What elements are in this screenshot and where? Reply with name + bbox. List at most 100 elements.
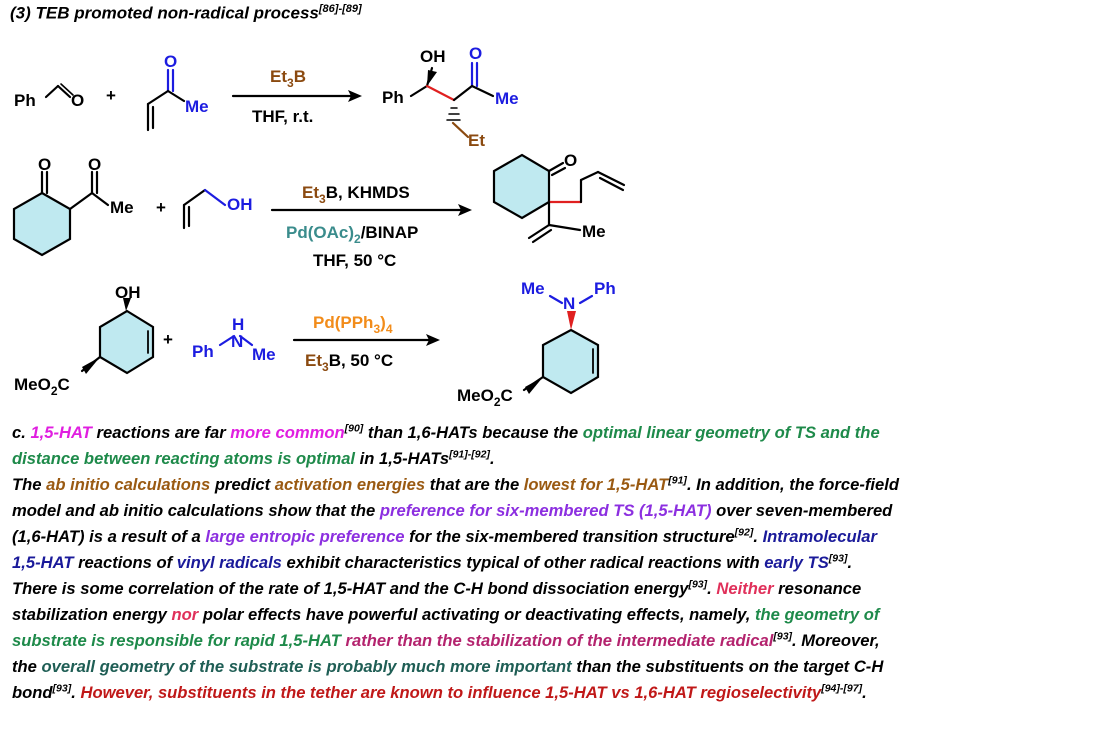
- paragraph-line: substrate is responsible for rapid 1,5-H…: [12, 628, 1108, 654]
- text-segment: that are the: [425, 475, 524, 494]
- r3-product-me: Me: [521, 279, 545, 298]
- citation: [91]-[92]: [449, 448, 490, 461]
- text-segment: predict: [210, 475, 275, 494]
- r2-sm1-o2: O: [88, 155, 101, 174]
- text-segment: the geometry of: [754, 605, 880, 624]
- text-segment: for the six-membered transition structur…: [404, 527, 735, 546]
- citation: [90]: [344, 422, 364, 435]
- text-segment: (1,6-HAT) is a result of a: [12, 527, 206, 546]
- text-segment: resonance: [773, 579, 862, 598]
- text-segment: .: [489, 449, 495, 468]
- r3-sm2-n: N: [231, 332, 243, 351]
- n-methylaniline: [218, 334, 254, 347]
- r1-product-ph: Ph: [382, 88, 404, 107]
- citation: [93]: [773, 630, 793, 643]
- text-segment: the: [12, 657, 42, 676]
- r2-plus: +: [156, 198, 166, 217]
- reaction-scheme: Ph O + O Me Et3B THF, r.t. OH Ph O Me Et…: [12, 44, 626, 409]
- acetyl-cyclohexanone: [12, 170, 110, 257]
- text-segment: 1,5-HAT: [30, 423, 92, 442]
- r3-sm1-ester: MeO2C: [14, 375, 70, 398]
- scheme-heading: (3) TEB promoted non-radical process[86]…: [10, 3, 362, 23]
- paragraph-line: The ab initio calculations predict activ…: [12, 472, 1108, 498]
- r1-product-oh: OH: [420, 47, 446, 66]
- text-segment: Neither: [716, 579, 774, 598]
- text-segment: .: [753, 527, 763, 546]
- allylic-amine-product: [522, 294, 600, 395]
- text-segment: more common: [230, 423, 345, 442]
- text-segment: distance between reacting atoms is optim…: [12, 449, 356, 468]
- r3-product-n: N: [563, 294, 575, 313]
- allylated-ketone-product: [492, 153, 626, 244]
- r2-sm2-oh: OH: [227, 195, 253, 214]
- text-segment: 1,5-HAT: [12, 553, 74, 572]
- r1-sm2-o: O: [164, 52, 177, 71]
- text-segment: c.: [12, 423, 31, 442]
- text-segment: nor: [171, 605, 199, 624]
- text-segment: than the substituents on the target C-H: [571, 657, 884, 676]
- paragraph-line: c. 1,5-HAT reactions are far more common…: [12, 420, 1108, 446]
- paragraph-line: 1,5-HAT reactions of vinyl radicals exhi…: [12, 550, 1108, 576]
- text-segment: lowest for 1,5-HAT: [523, 475, 669, 494]
- text-segment: than 1,6-HATs because the: [363, 423, 583, 442]
- methyl-vinyl-ketone: [146, 68, 186, 132]
- text-segment: rather than the stabilization of the int…: [345, 631, 774, 650]
- text-segment: optimal linear geometry of TS and the: [582, 423, 880, 442]
- text-segment: ab initio calculations: [46, 475, 211, 494]
- r1-product-et: Et: [468, 131, 485, 150]
- citation: [93]: [688, 578, 708, 591]
- citation: [93]: [52, 682, 72, 695]
- text-segment: activation energies: [274, 475, 426, 494]
- text-segment: .: [707, 579, 717, 598]
- text-segment: bond: [12, 683, 53, 702]
- text-segment: exhibit characteristics typical of other…: [281, 553, 765, 572]
- text-segment: polar effects have powerful activating o…: [198, 605, 755, 624]
- r3-reagent-above: Pd(PPh3)4: [313, 313, 393, 336]
- text-segment: .: [847, 553, 853, 572]
- paragraph-line: distance between reacting atoms is optim…: [12, 446, 1108, 472]
- r1-reagent-below: THF, r.t.: [252, 107, 313, 126]
- r3-reagent-below: Et3B, 50 °C: [305, 351, 393, 374]
- aldol-product: [409, 61, 495, 139]
- r1-sm1-ph: Ph: [14, 91, 36, 110]
- text-segment: large entropic preference: [205, 527, 405, 546]
- paragraph-line: bond[93]. However, substituents in the t…: [12, 680, 1108, 706]
- text-segment: model and ab initio calculations show th…: [12, 501, 380, 520]
- r1-sm1-o: O: [71, 91, 84, 110]
- citation: [94]-[97]: [821, 682, 863, 695]
- hat-discussion-paragraph: c. 1,5-HAT reactions are far more common…: [12, 420, 1108, 706]
- paragraph-line: the overall geometry of the substrate is…: [12, 654, 1108, 680]
- r2-reagent-below: THF, 50 °C: [313, 251, 396, 270]
- text-segment: reactions of: [73, 553, 177, 572]
- r3-sm2-ph: Ph: [192, 342, 214, 361]
- citation: [91]: [668, 474, 687, 487]
- text-segment: . In addition, the force-field: [686, 475, 899, 494]
- r3-sm2-me: Me: [252, 345, 276, 364]
- text-segment: Intramolecular: [762, 527, 877, 546]
- paragraph-line: (1,6-HAT) is a result of a large entropi…: [12, 524, 1108, 550]
- text-segment: The: [12, 475, 47, 494]
- text-segment: over seven-membered: [711, 501, 893, 520]
- text-segment: There is some correlation of the rate of…: [12, 579, 689, 598]
- r3-sm1-oh: OH: [115, 283, 141, 302]
- r2-sm1-me: Me: [110, 198, 134, 217]
- allyl-alcohol: [182, 188, 227, 230]
- text-segment: .: [71, 683, 81, 702]
- citation: [93]: [828, 552, 848, 565]
- text-segment: However, substituents in the tether are …: [80, 683, 822, 702]
- r1-product-me: Me: [495, 89, 519, 108]
- paragraph-line: There is some correlation of the rate of…: [12, 576, 1108, 602]
- text-segment: stabilization energy: [12, 605, 172, 624]
- citation: [92]: [734, 526, 754, 539]
- r3-product-ph: Ph: [594, 279, 616, 298]
- text-segment: substrate is responsible for rapid 1,5-H…: [12, 631, 341, 650]
- r1-reagent-above: Et3B: [270, 67, 306, 90]
- text-segment: in 1,5-HATs: [355, 449, 450, 468]
- paragraph-line: stabilization energy nor polar effects h…: [12, 602, 1108, 628]
- r3-product-ester: MeO2C: [457, 386, 513, 409]
- benzaldehyde: [44, 83, 74, 99]
- r1-product-o: O: [469, 44, 482, 63]
- text-segment: early TS: [764, 553, 829, 572]
- r3-plus: +: [163, 330, 173, 349]
- r1-sm2-me: Me: [185, 97, 209, 116]
